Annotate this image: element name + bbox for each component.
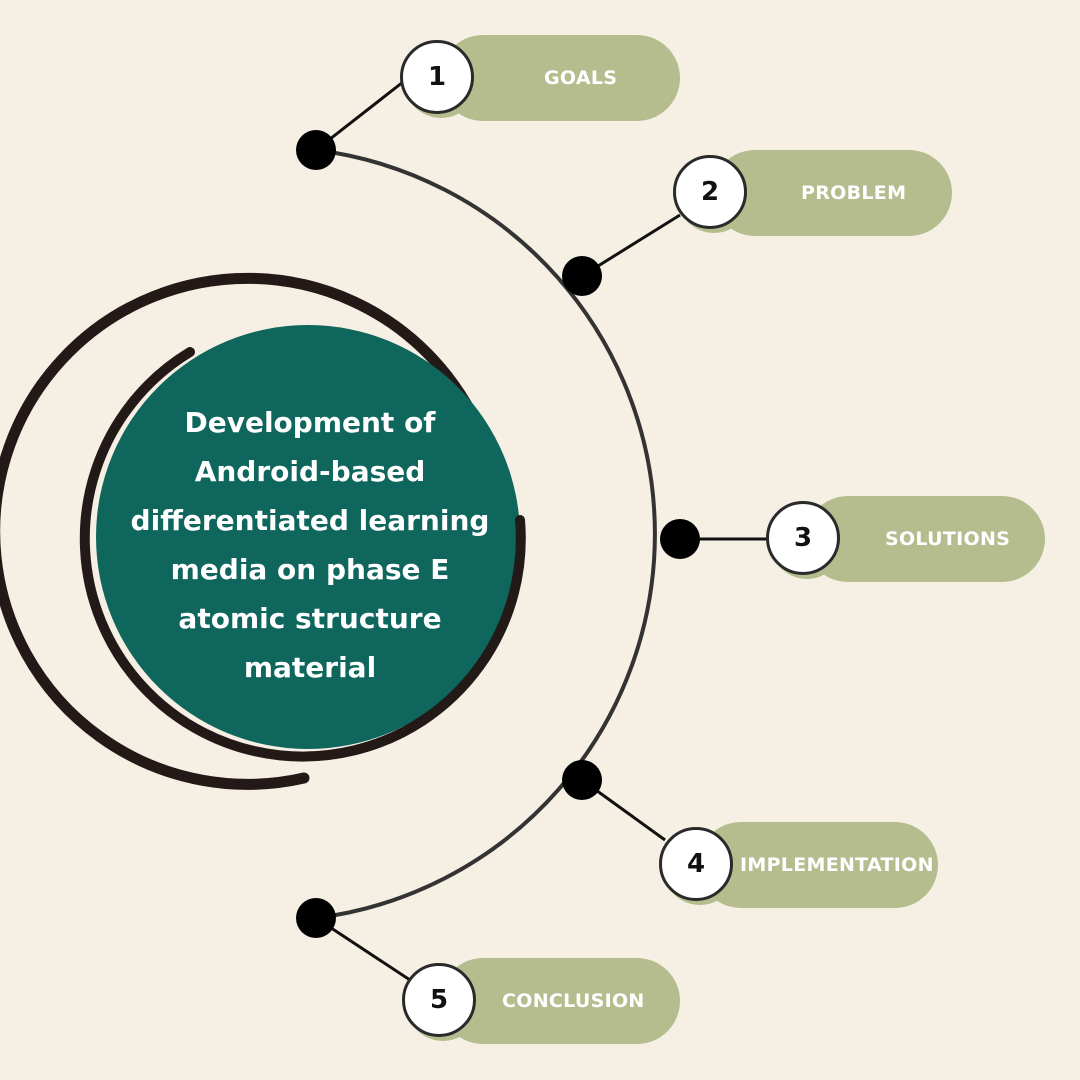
step-number-badge: 1 — [400, 40, 474, 114]
step-label: PROBLEM — [801, 182, 907, 204]
step-label: CONCLUSION — [502, 990, 645, 1012]
timeline-arc — [315, 148, 657, 920]
step-number-badge: 4 — [659, 827, 733, 901]
step-number-badge: 5 — [402, 963, 476, 1037]
timeline-dot-4 — [562, 760, 602, 800]
timeline-dot-1 — [296, 130, 336, 170]
timeline-dot-2 — [562, 256, 602, 296]
inner-ring-arc — [79, 347, 526, 762]
timeline-dot-5 — [296, 898, 336, 938]
step-pill-implementation: IMPLEMENTATION — [698, 822, 938, 908]
step-number-badge: 3 — [766, 501, 840, 575]
center-disc — [96, 325, 520, 749]
step-pill-solutions: SOLUTIONS — [805, 496, 1045, 582]
center-title: Development of Android-based differentia… — [130, 406, 490, 684]
step-pill-conclusion: CONCLUSION — [440, 958, 680, 1044]
step-number-badge: 2 — [673, 155, 747, 229]
outer-ring-arc — [0, 272, 507, 790]
step-pill-problem: PROBLEM — [712, 150, 952, 236]
step-label: GOALS — [544, 67, 618, 89]
step-label: IMPLEMENTATION — [740, 854, 934, 876]
step-pill-goals: GOALS — [440, 35, 680, 121]
step-label: SOLUTIONS — [885, 528, 1011, 550]
timeline-dot-3 — [660, 519, 700, 559]
